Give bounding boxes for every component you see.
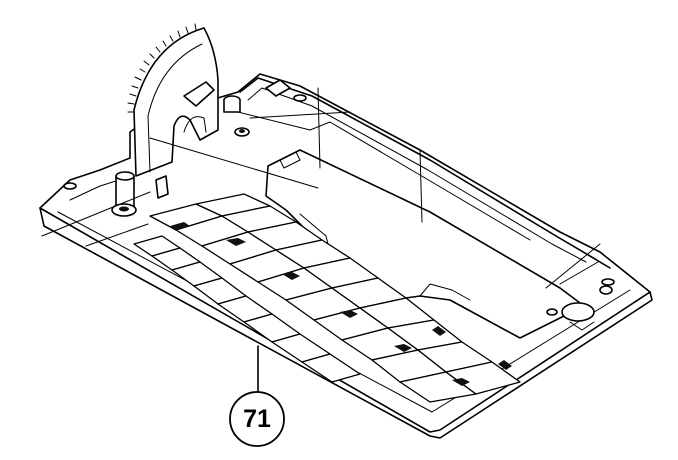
blade-window	[266, 150, 612, 338]
corner-holes	[64, 183, 614, 315]
lattice-ribs	[134, 194, 520, 402]
front-boss	[112, 172, 168, 216]
assembly-axes	[42, 88, 600, 288]
quadrant-teeth	[128, 24, 196, 112]
callout-circle	[230, 392, 284, 446]
callout-71	[230, 346, 284, 446]
rear-pivot-boss	[224, 80, 306, 136]
